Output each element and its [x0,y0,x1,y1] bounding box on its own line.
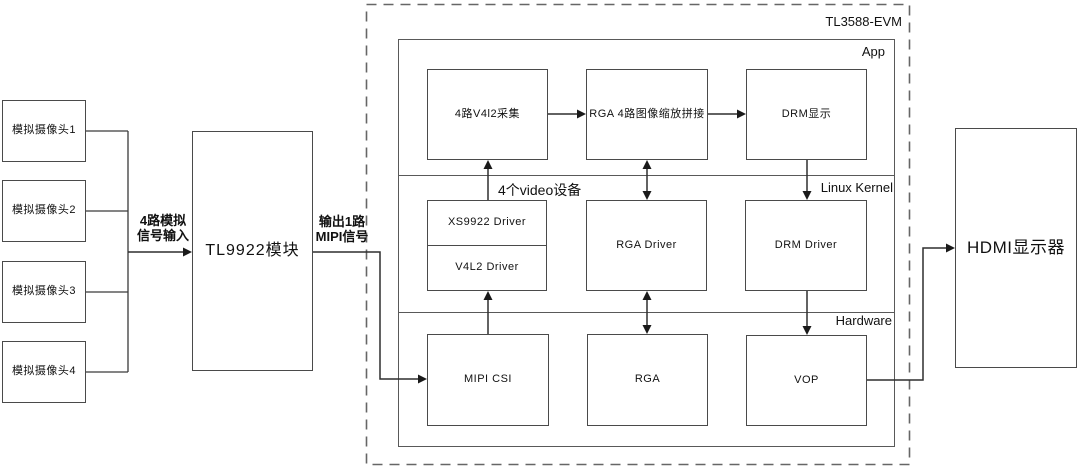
node-label: TL9922模块 [205,242,300,259]
node-label: DRM Driver [774,238,838,251]
label-layer-linux-kernel: Linux Kernel [820,180,893,195]
node-v4l2-driver: V4L2 Driver [428,245,546,290]
label-layer-app: App [861,44,885,59]
label-analog-signal-input: 4路模拟 信号输入 [136,213,189,243]
node-label: XS9922 Driver [447,216,527,229]
node-label: RGA 4路图像缩放拼接 [589,107,705,120]
node-xs9922-v4l2-driver-stack: XS9922 Driver V4L2 Driver [427,200,547,291]
label-video-devices: 4个video设备 [498,182,582,198]
node-label: DRM显示 [781,107,832,120]
camera-bus-lines [86,130,129,373]
node-analog-camera-1: 模拟摄像头1 [2,100,86,162]
label-layer-hardware: Hardware [835,313,892,328]
node-drm-driver: DRM Driver [745,200,867,291]
node-label: 模拟摄像头4 [11,365,77,378]
node-rga: RGA [587,334,708,426]
node-label: MIPI CSI [463,373,512,386]
node-hdmi-display: HDMI显示器 [955,128,1077,368]
node-label: 模拟摄像头1 [11,124,77,137]
node-tl9922-module: TL9922模块 [192,131,313,371]
node-label: 模拟摄像头3 [11,285,77,298]
node-xs9922-driver: XS9922 Driver [428,201,546,245]
node-analog-camera-2: 模拟摄像头2 [2,180,86,242]
node-drm-display: DRM显示 [746,69,867,160]
node-label: RGA [634,373,661,386]
node-mipi-csi: MIPI CSI [427,334,549,426]
label-evm-title: TL3588-EVM [825,14,902,29]
node-label: HDMI显示器 [967,238,1065,258]
node-label: 4路V4l2采集 [454,107,521,120]
node-vop: VOP [746,335,867,426]
node-analog-camera-3: 模拟摄像头3 [2,261,86,323]
node-label: VOP [794,373,819,386]
node-rga-scale-stitch: RGA 4路图像缩放拼接 [586,69,708,160]
node-label: 模拟摄像头2 [11,204,77,217]
node-rga-driver: RGA Driver [586,200,707,291]
kernel-hardware-divider [398,312,895,313]
node-analog-camera-4: 模拟摄像头4 [2,341,86,403]
node-label: RGA Driver [616,238,677,251]
label-mipi-signal-output: 输出1路 MIPI信号 [315,214,369,244]
node-label: V4L2 Driver [455,261,519,274]
app-kernel-divider [398,175,895,176]
analog-input-arrow [128,247,192,257]
node-v4l2-capture: 4路V4l2采集 [427,69,548,160]
